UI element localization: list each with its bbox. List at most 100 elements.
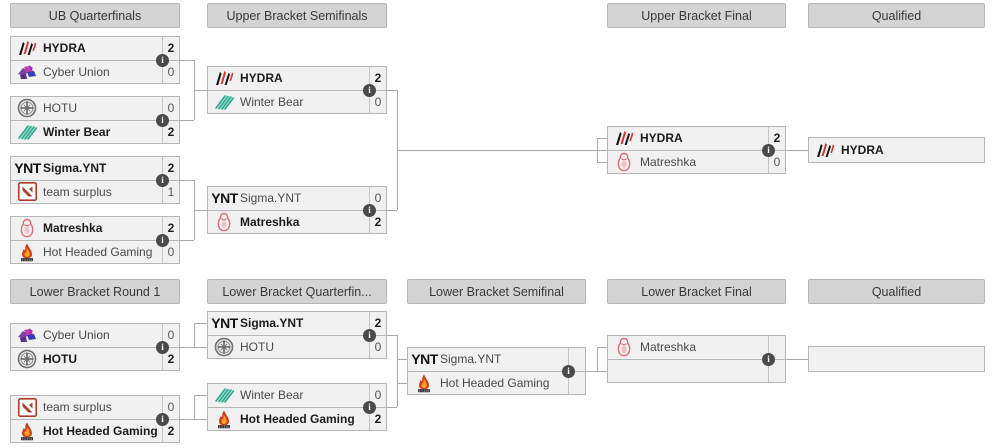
connector-line: [786, 150, 808, 151]
match-info-icon[interactable]: i: [156, 340, 169, 354]
connector-line: [194, 323, 195, 347]
match-row-bottom[interactable]: Hot Headed Gaming: [408, 371, 585, 394]
match-row-top[interactable]: Matreshka: [608, 336, 785, 360]
hydra-logo-icon: [817, 143, 835, 157]
round-header-lb-2[interactable]: Lower Bracket Semifinal: [407, 279, 586, 304]
round-header-lb-3[interactable]: Lower Bracket Final: [607, 279, 786, 304]
round-header-lb-0[interactable]: Lower Bracket Round 1: [10, 279, 180, 304]
round-header-lb-1[interactable]: Lower Bracket Quarterfin...: [207, 279, 387, 304]
matreshka-logo-icon: [617, 152, 631, 172]
connector-line: [180, 120, 194, 121]
connector-line: [194, 323, 207, 324]
matreshka-logo-icon: [617, 338, 631, 357]
team-score: 2: [369, 407, 386, 430]
team-name: Winter Bear: [43, 124, 111, 139]
match-info-icon[interactable]: i: [363, 83, 376, 97]
match-info-icon[interactable]: i: [363, 400, 376, 414]
hydra-logo-icon: [216, 71, 234, 86]
connector-line: [180, 240, 194, 241]
match-info-icon[interactable]: i: [363, 203, 376, 217]
match-info-icon[interactable]: i: [156, 113, 169, 127]
hotu-logo-slot: [11, 97, 41, 119]
round-header-ub-0[interactable]: UB Quarterfinals: [10, 3, 180, 28]
match-info-icon[interactable]: i: [156, 412, 169, 426]
hot-headed-gaming-logo-icon: [218, 410, 230, 428]
winter-bear-logo-slot: [11, 121, 41, 143]
round-header-ub-2[interactable]: Upper Bracket Final: [607, 3, 786, 28]
qualified-row[interactable]: HYDRA: [809, 138, 984, 162]
match-info-icon[interactable]: i: [762, 352, 775, 366]
connector-line: [194, 395, 207, 396]
match-lbf-0[interactable]: Matreshka: [607, 335, 786, 383]
qualified-row[interactable]: [809, 347, 984, 371]
connector-line: [387, 335, 397, 336]
match-info-icon[interactable]: i: [562, 364, 575, 378]
qualified-ub-slot[interactable]: HYDRA: [808, 137, 985, 163]
team-name: Winter Bear: [240, 94, 304, 109]
connector-line: [597, 138, 607, 139]
team-name: Sigma.YNT: [43, 161, 107, 176]
ynt-logo-icon: YNT: [211, 315, 238, 332]
hotu-logo-icon: [17, 98, 37, 118]
hydra-logo-slot: [809, 139, 839, 161]
hot-headed-logo-slot: [408, 372, 438, 394]
hot-headed-gaming-logo-icon: [21, 243, 33, 261]
match-row-bottom[interactable]: Winter Bear 0: [208, 90, 386, 113]
team-name: HOTU: [240, 339, 274, 354]
hydra-logo-slot: [11, 37, 41, 59]
round-header-lb-4[interactable]: Qualified: [808, 279, 985, 304]
round-header-ub-3[interactable]: Qualified: [808, 3, 985, 28]
hotu-logo-slot: [11, 348, 41, 370]
connector-line: [586, 371, 597, 372]
team-name: Cyber Union: [43, 328, 110, 343]
qualified-lb-slot[interactable]: [808, 346, 985, 372]
match-info-icon[interactable]: i: [363, 328, 376, 342]
hot-headed-logo-slot: [208, 408, 238, 430]
ynt-logo-slot: YNT: [208, 187, 238, 209]
match-row-bottom[interactable]: [608, 359, 785, 382]
matreshka-logo-slot: [208, 211, 238, 233]
team-score: 0: [369, 90, 386, 113]
match-info-icon[interactable]: i: [156, 233, 169, 247]
match-info-icon[interactable]: i: [156, 53, 169, 67]
round-header-ub-1[interactable]: Upper Bracket Semifinals: [207, 3, 387, 28]
match-info-icon[interactable]: i: [156, 173, 169, 187]
matreshka-logo-slot: [608, 336, 638, 358]
match-info-icon[interactable]: i: [762, 143, 775, 157]
